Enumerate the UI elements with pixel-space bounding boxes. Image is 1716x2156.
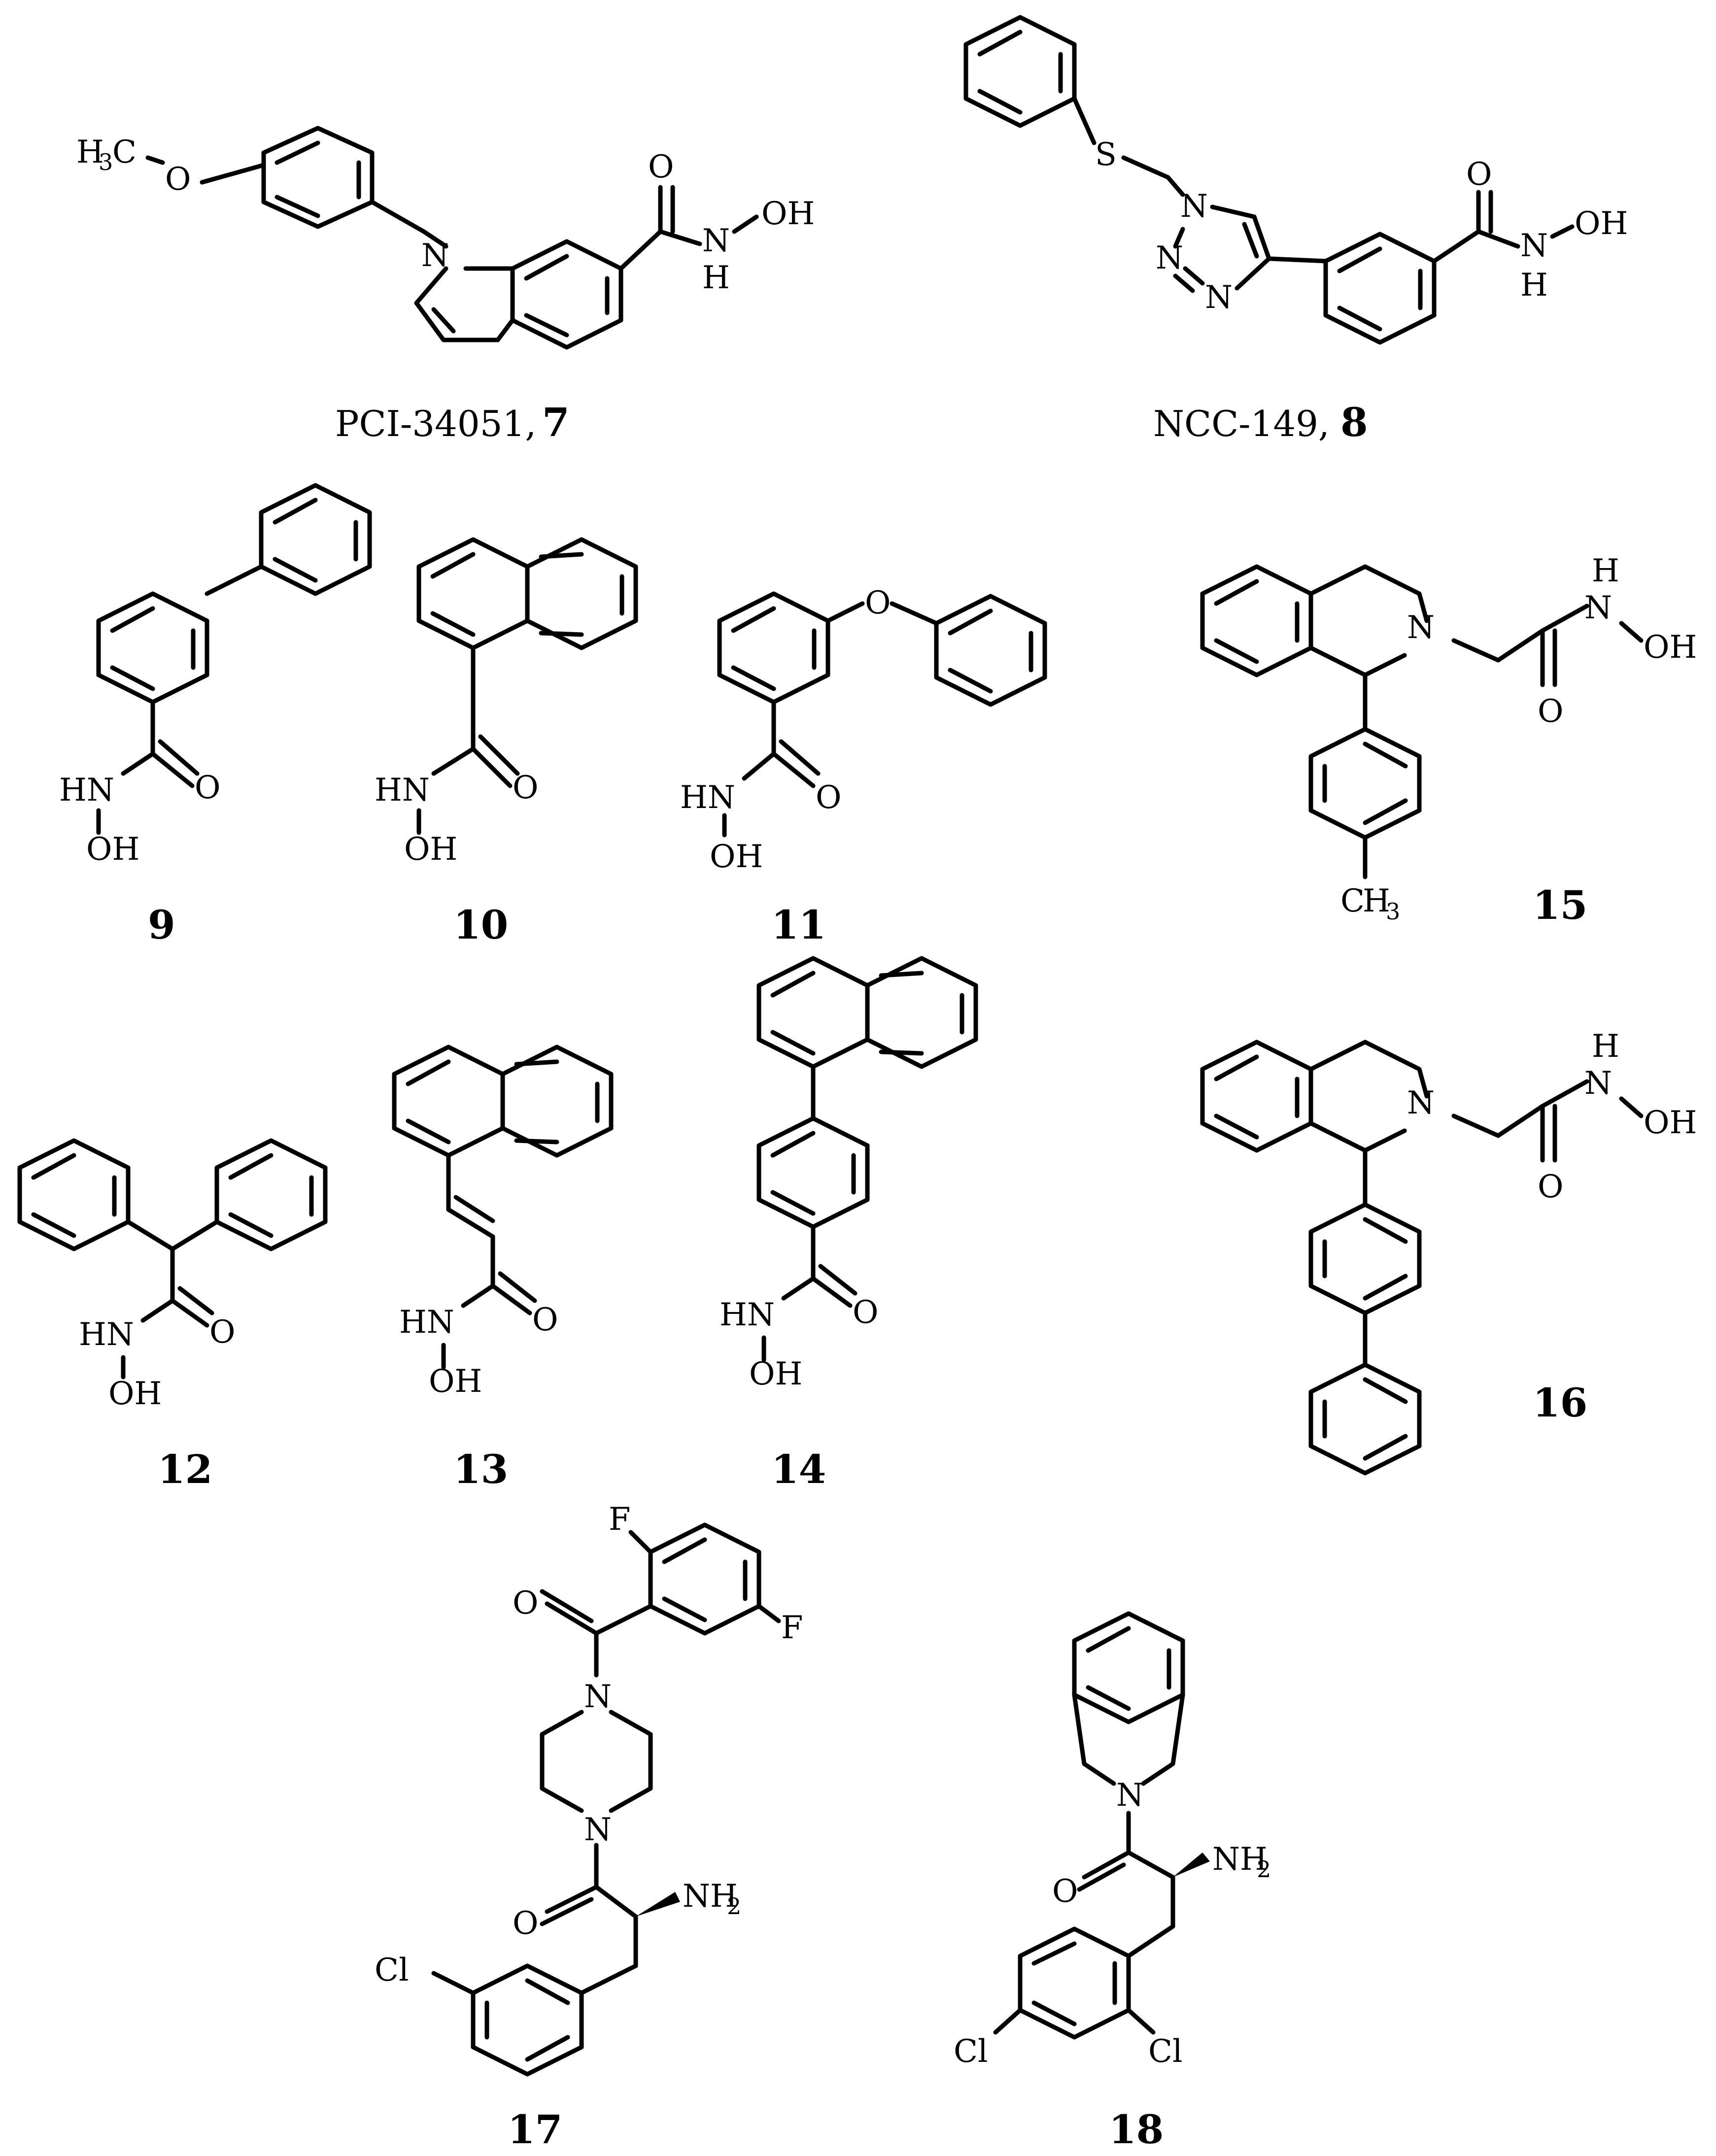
atom-label-oh: OH bbox=[1575, 205, 1628, 242]
compound-11-number: 11 bbox=[771, 902, 826, 948]
compound-16-number: 16 bbox=[1533, 1380, 1587, 1426]
compound-18-number: 18 bbox=[1109, 2106, 1164, 2153]
atom-label-c: C bbox=[1340, 883, 1365, 919]
compound-10-structure: O HN OH bbox=[375, 537, 638, 868]
atom-label-nh: NH bbox=[683, 1878, 738, 1915]
atom-label-c: C bbox=[112, 134, 137, 170]
atom-subscript-2: 2 bbox=[1257, 1856, 1271, 1883]
compound-17-number: 17 bbox=[508, 2106, 562, 2153]
atom-label-o: O bbox=[165, 161, 191, 198]
compound-10-number: 10 bbox=[453, 902, 508, 948]
atom-label-oh: OH bbox=[1644, 629, 1697, 666]
compound-7-structure: H 3 C O N O N OH H bbox=[76, 126, 815, 350]
atom-label-f: F bbox=[609, 1501, 630, 1538]
compound-16-structure: N O N H OH bbox=[1200, 1028, 1697, 1476]
compound-9-structure: O HN OH bbox=[59, 483, 372, 868]
atom-label-oh: OH bbox=[404, 831, 457, 868]
atom-label-o: O bbox=[513, 1585, 538, 1621]
atom-label-o: O bbox=[513, 1905, 538, 1942]
atom-label-oh: OH bbox=[429, 1363, 482, 1400]
atom-label-n: N bbox=[702, 223, 730, 259]
compound-12-structure: O HN OH bbox=[17, 1138, 328, 1412]
atom-label-n: N bbox=[1584, 590, 1612, 626]
atom-subscript-2: 2 bbox=[727, 1893, 741, 1920]
atom-label-hn: HN bbox=[680, 779, 735, 816]
compound-8-number: 8 bbox=[1340, 399, 1368, 445]
atom-label-o: O bbox=[1466, 156, 1492, 193]
atom-label-cl: Cl bbox=[954, 2033, 988, 2070]
atom-label-n: N bbox=[1180, 188, 1208, 225]
atom-label-oh: OH bbox=[761, 196, 815, 232]
compound-9-number: 9 bbox=[148, 902, 175, 948]
atom-label-h: H bbox=[1592, 553, 1619, 589]
atom-label-o: O bbox=[865, 585, 891, 621]
atom-label-h: H bbox=[1520, 267, 1548, 303]
atom-label-f: F bbox=[781, 1610, 803, 1646]
atom-label-o: O bbox=[1538, 1169, 1563, 1205]
atom-label-h: H bbox=[1363, 883, 1390, 919]
atom-label-o: O bbox=[853, 1294, 878, 1331]
atom-label-o: O bbox=[816, 779, 841, 816]
atom-label-o: O bbox=[513, 770, 538, 806]
compound-15-structure: N O N H OH C H 3 bbox=[1200, 553, 1697, 925]
atom-label-h: H bbox=[76, 134, 104, 170]
atom-label-n: N bbox=[1407, 1085, 1435, 1121]
compound-13-number: 13 bbox=[453, 1446, 508, 1492]
atom-label-h: H bbox=[702, 260, 730, 296]
compound-7-number: 7 bbox=[542, 399, 570, 445]
atom-label-o: O bbox=[1538, 693, 1563, 730]
atom-label-h: H bbox=[1592, 1028, 1619, 1065]
atom-subscript-3: 3 bbox=[1386, 898, 1400, 925]
compound-8-label: NCC-149, bbox=[1153, 403, 1330, 444]
atom-label-oh: OH bbox=[710, 839, 763, 875]
atom-label-hn: HN bbox=[375, 772, 430, 808]
atom-label-hn: HN bbox=[399, 1304, 454, 1341]
compound-12-number: 12 bbox=[158, 1446, 212, 1492]
compound-14-number: 14 bbox=[771, 1446, 826, 1492]
atom-subscript-3: 3 bbox=[99, 149, 113, 175]
atom-label-oh: OH bbox=[749, 1356, 802, 1392]
atom-label-n: N bbox=[1156, 240, 1183, 276]
atom-label-nh: NH bbox=[1212, 1841, 1268, 1878]
atom-label-hn: HN bbox=[720, 1297, 775, 1333]
atom-label-n: N bbox=[584, 1812, 612, 1848]
compound-15-number: 15 bbox=[1533, 882, 1587, 928]
compound-7-label: PCI-34051, bbox=[335, 403, 536, 444]
atom-label-o: O bbox=[1052, 1873, 1078, 1910]
compound-17-structure: F F O N N O NH 2 Cl bbox=[375, 1501, 803, 2077]
atom-label-n: N bbox=[584, 1679, 612, 1715]
atom-label-hn: HN bbox=[79, 1316, 134, 1353]
atom-label-o: O bbox=[532, 1302, 558, 1338]
atom-label-n: N bbox=[421, 237, 449, 274]
atom-label-o: O bbox=[648, 149, 674, 185]
atom-label-o: O bbox=[195, 770, 220, 806]
compound-13-structure: O HN OH bbox=[392, 1044, 614, 1400]
compound-14-structure: O HN OH bbox=[720, 956, 978, 1392]
compound-11-structure: O O HN OH bbox=[680, 585, 1047, 875]
atom-label-o: O bbox=[209, 1314, 235, 1350]
atom-label-cl: Cl bbox=[1148, 2033, 1182, 2070]
atom-label-n: N bbox=[1584, 1065, 1612, 1102]
atom-label-n: N bbox=[1116, 1777, 1144, 1814]
atom-label-n: N bbox=[1520, 228, 1548, 264]
compound-8-structure: S N N N O N OH H bbox=[963, 15, 1628, 345]
atom-label-oh: OH bbox=[86, 831, 139, 868]
atom-label-hn: HN bbox=[59, 772, 114, 808]
atom-label-cl: Cl bbox=[375, 1952, 409, 1988]
atom-label-oh: OH bbox=[1644, 1105, 1697, 1141]
atom-label-n: N bbox=[1205, 279, 1233, 316]
atom-label-s: S bbox=[1095, 136, 1117, 173]
atom-label-n: N bbox=[1407, 609, 1435, 646]
compound-18-structure: N O NH 2 Cl Cl bbox=[954, 1611, 1271, 2070]
atom-label-oh: OH bbox=[108, 1376, 162, 1412]
